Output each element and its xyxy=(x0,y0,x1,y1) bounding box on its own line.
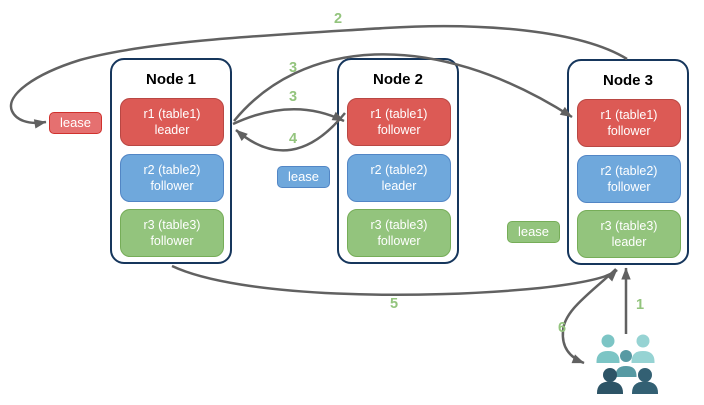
step-label-2: 2 xyxy=(333,11,343,27)
replica-role: follower xyxy=(607,180,651,194)
arrow-step-5-forward xyxy=(171,264,618,297)
replica-role: leader xyxy=(611,235,647,249)
lease-badge-r1: lease xyxy=(49,112,102,134)
user-back-right xyxy=(631,334,655,363)
replica-node3-r1: r1 (table1) follower xyxy=(577,99,681,147)
step-label-3b: 3 xyxy=(288,89,298,105)
step-label-3a: 3 xyxy=(288,60,298,76)
replica-name: r1 (table1) xyxy=(370,107,428,121)
node-2-title: Node 2 xyxy=(372,71,423,88)
replica-name: r3 (table3) xyxy=(370,218,428,232)
replica-name: r2 (table2) xyxy=(600,164,658,178)
node-3-box: Node 3 r1 (table1) follower r2 (table2) … xyxy=(567,59,689,265)
replica-role: follower xyxy=(150,234,194,248)
replica-role: follower xyxy=(150,179,194,193)
replica-role: leader xyxy=(154,123,190,137)
replica-role: follower xyxy=(377,123,421,137)
replica-name: r1 (table1) xyxy=(143,107,201,121)
replica-node3-r3: r3 (table3) leader xyxy=(577,210,681,258)
replica-node1-r1: r1 (table1) leader xyxy=(120,98,224,146)
node-1-title: Node 1 xyxy=(145,71,196,88)
node-1-box: Node 1 r1 (table1) leader r2 (table2) fo… xyxy=(110,58,232,264)
user-back-left xyxy=(596,334,620,363)
replica-node3-r2: r2 (table2) follower xyxy=(577,155,681,203)
replica-node2-r1: r1 (table1) follower xyxy=(347,98,451,146)
node-2-box: Node 2 r1 (table1) follower r2 (table2) … xyxy=(337,58,459,264)
replica-node1-r3: r3 (table3) follower xyxy=(120,209,224,257)
replica-node2-r3: r3 (table3) follower xyxy=(347,209,451,257)
replica-role: follower xyxy=(607,124,651,138)
step-label-4: 4 xyxy=(288,131,298,147)
lease-badge-r3: lease xyxy=(507,221,560,243)
replica-name: r1 (table1) xyxy=(600,108,658,122)
replica-name: r3 (table3) xyxy=(600,219,658,233)
replica-role: leader xyxy=(381,179,417,193)
user-front-right xyxy=(632,368,658,394)
replica-name: r2 (table2) xyxy=(370,163,428,177)
node-3-title: Node 3 xyxy=(602,72,653,89)
replica-name: r3 (table3) xyxy=(143,218,201,232)
replica-node2-r2: r2 (table2) leader xyxy=(347,154,451,202)
step-label-1: 1 xyxy=(635,297,645,313)
step-label-6: 6 xyxy=(557,320,567,336)
users-group-icon xyxy=(596,334,658,394)
user-middle xyxy=(615,350,637,377)
replica-node1-r2: r2 (table2) follower xyxy=(120,154,224,202)
arrow-step-3-replicate-node2 xyxy=(232,107,345,126)
lease-badge-r2: lease xyxy=(277,166,330,188)
replica-name: r2 (table2) xyxy=(143,163,201,177)
arrow-step-2-lease-transfer xyxy=(9,24,628,129)
replica-role: follower xyxy=(377,234,421,248)
step-label-5: 5 xyxy=(389,296,399,312)
user-front-left xyxy=(597,368,623,394)
